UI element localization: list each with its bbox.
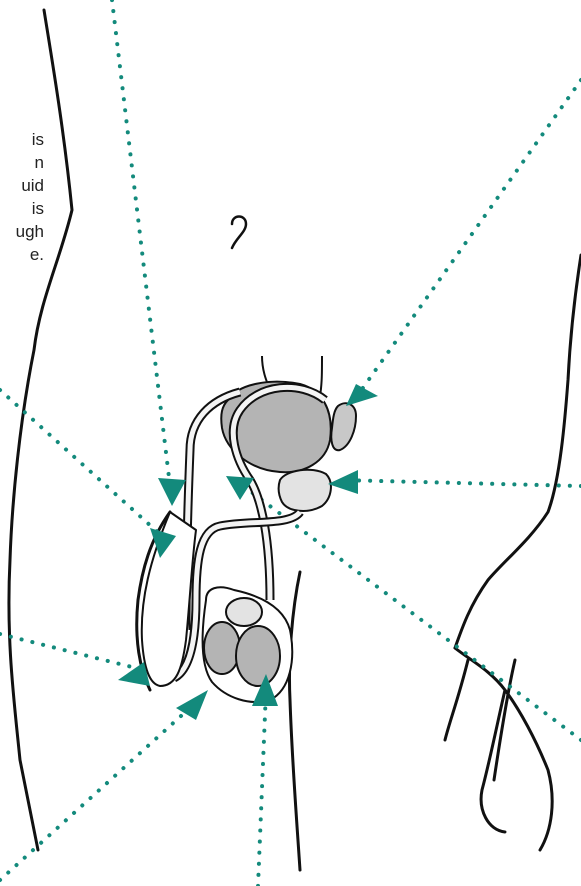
front-torso-contour <box>455 255 581 648</box>
hand-outline <box>445 648 552 850</box>
arrowhead-vas-deferens <box>158 478 186 506</box>
organs <box>142 356 356 702</box>
arrowhead-prostate <box>328 470 358 494</box>
prostate <box>279 470 331 511</box>
pointer-line-bottom-left <box>0 706 192 880</box>
seminal-vesicle <box>331 403 356 450</box>
pointer-line-left-lower <box>0 634 136 668</box>
thigh-front-contour <box>289 572 300 870</box>
testis-left <box>204 622 240 674</box>
pointer-line-top-right <box>360 80 581 392</box>
pointer-line-right <box>340 480 581 486</box>
testis-right <box>236 626 280 686</box>
back-contour <box>9 10 72 850</box>
pointer-line-top-left <box>112 0 170 486</box>
navel-mark <box>232 217 246 249</box>
epididymis <box>226 598 262 626</box>
pointer-line-bottom <box>258 690 266 886</box>
pointer-line-left-upper <box>0 390 162 536</box>
arrowhead-seminal-vesicle <box>346 384 378 406</box>
ureter-right <box>320 356 322 396</box>
